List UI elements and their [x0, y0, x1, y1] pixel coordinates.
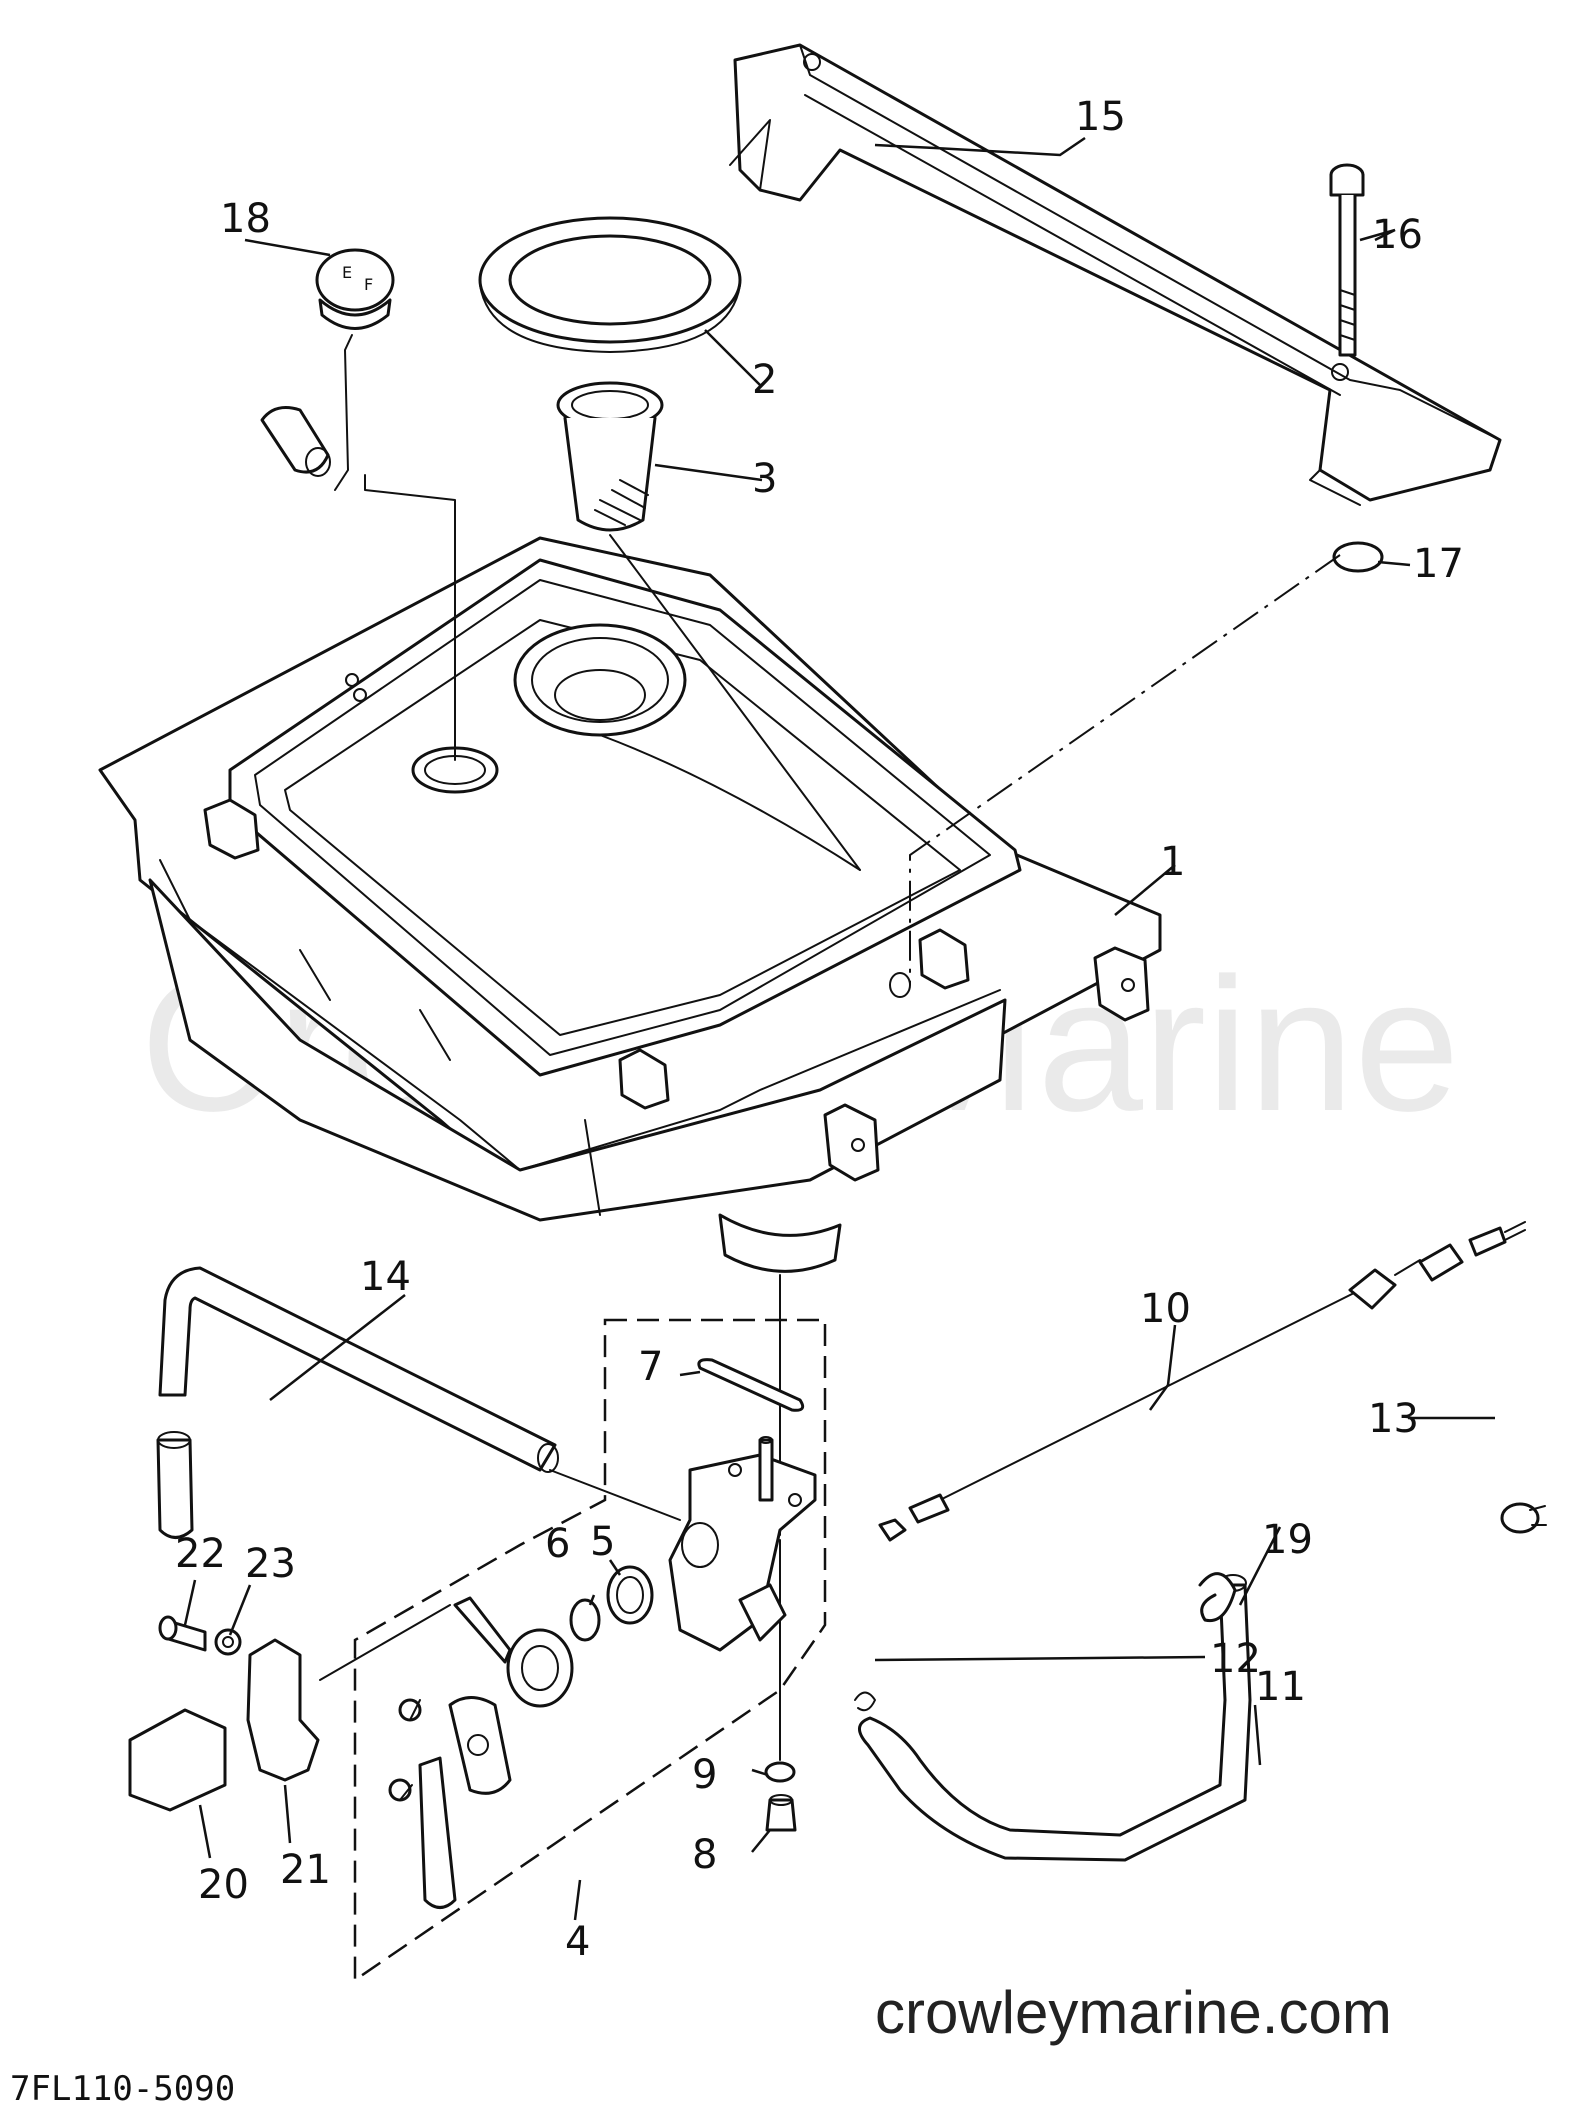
callout-8: 8: [692, 1832, 717, 1878]
clip-part-19: [1198, 1572, 1237, 1623]
drawing-number: 7FL110-5090: [10, 2069, 235, 2109]
connector-part-20: [128, 1708, 227, 1812]
gasket-strip-part-7: [697, 1358, 805, 1412]
screw-washer-parts: [158, 1615, 242, 1656]
drain-screw-parts: [764, 1761, 797, 1832]
strainer-part: [556, 381, 664, 532]
hose-part-11: [858, 1583, 1252, 1862]
bolt-part-16: [1329, 163, 1365, 357]
fuel-cock-assembly-box: [353, 1318, 827, 1983]
connector-bracket-part-21: [246, 1638, 320, 1782]
fuel-cock-lever-parts: [388, 1596, 574, 1909]
gauge-empty-mark: E: [342, 263, 352, 282]
callout-1: 1: [1160, 839, 1185, 885]
gauge-full-mark: F: [364, 275, 373, 294]
callout-23: 23: [245, 1541, 296, 1587]
callout-18: 18: [220, 196, 271, 242]
callout-4: 4: [565, 1919, 590, 1965]
callout-7: 7: [638, 1344, 663, 1390]
callout-16: 16: [1372, 212, 1423, 258]
callout-2: 2: [752, 357, 777, 403]
callout-14: 14: [360, 1254, 411, 1300]
callout-19: 19: [1262, 1517, 1313, 1563]
fuel-cock-body-part: [668, 1436, 817, 1652]
callout-22: 22: [175, 1531, 226, 1577]
callout-9: 9: [692, 1752, 717, 1798]
clamp-part-13: [1500, 1502, 1547, 1534]
clip-part-12: [854, 1691, 876, 1712]
callout-12: 12: [1210, 1636, 1261, 1682]
carry-handle-part: [729, 43, 1502, 506]
callout-15: 15: [1075, 94, 1126, 140]
o-ring-part-5: [606, 1565, 654, 1625]
callout-11: 11: [1255, 1664, 1306, 1710]
callout-13: 13: [1368, 1396, 1419, 1442]
assembly-lines: [364, 474, 1341, 1761]
callout-6: 6: [545, 1521, 570, 1567]
callout-10: 10: [1140, 1286, 1191, 1332]
washer-part-17: [1332, 541, 1384, 573]
website-text: crowleymarine.com: [875, 1979, 1392, 2046]
fuel-tank-part: [98, 536, 1162, 1273]
callout-labels: 1 2 3 4 5 6 7 8 9 10 11 12 13 14 15 16 1…: [175, 94, 1464, 1965]
callout-20: 20: [198, 1862, 249, 1908]
fuel-gauge-part: E F: [260, 248, 395, 491]
callout-leaders: [183, 136, 1495, 1921]
cable-part-10: [878, 1221, 1526, 1542]
callout-21: 21: [280, 1847, 331, 1893]
gasket-ring-part: [478, 216, 742, 353]
callout-17: 17: [1413, 541, 1464, 587]
hose-part-14: [156, 1266, 681, 1539]
callout-5: 5: [590, 1519, 615, 1565]
callout-3: 3: [752, 456, 777, 502]
o-ring-part-6: [569, 1598, 601, 1642]
